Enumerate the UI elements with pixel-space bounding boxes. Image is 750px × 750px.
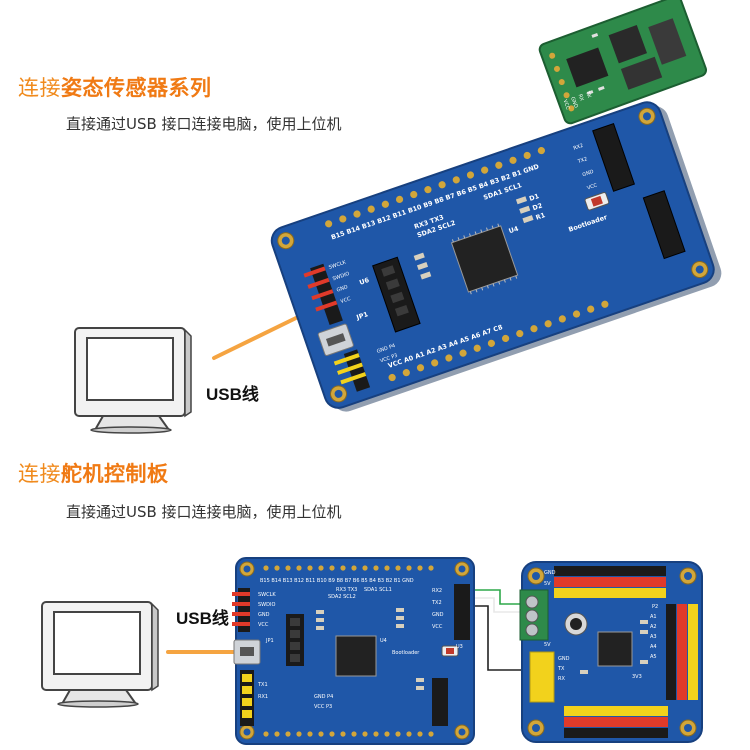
svg-text:5V: 5V [544, 581, 551, 587]
svg-text:D2: D2 [531, 202, 543, 213]
svg-text:3V3: 3V3 [632, 674, 642, 680]
section1-stm32-board: B15 B14 B13 B12 B11 B10 B9 B8 B7 B6 B5 B… [270, 101, 722, 412]
svg-text:A2: A2 [650, 624, 657, 630]
svg-text:VCC: VCC [432, 624, 443, 630]
svg-text:TX: TX [584, 90, 592, 100]
svg-text:A5: A5 [650, 654, 657, 660]
svg-text:GND P4: GND P4 [314, 694, 333, 700]
svg-text:GND: GND [569, 96, 579, 109]
svg-text:VCC: VCC [562, 99, 571, 111]
svg-text:VCC: VCC [340, 296, 352, 305]
svg-text:SWCLK: SWCLK [328, 259, 347, 271]
svg-text:SDA2 SCL2: SDA2 SCL2 [328, 594, 356, 600]
section2-usb-label: USB线 [176, 609, 229, 628]
svg-text:Bootloader: Bootloader [392, 650, 420, 656]
svg-text:SWDIO: SWDIO [332, 271, 350, 282]
computer-monitor-icon [74, 327, 192, 434]
svg-text:U6: U6 [358, 276, 370, 287]
svg-text:RX3 TX3: RX3 TX3 [336, 587, 357, 593]
svg-text:A1: A1 [650, 614, 657, 620]
section2-title: 连接舵机控制板 [18, 458, 169, 488]
svg-text:JP1: JP1 [355, 310, 370, 322]
svg-text:RX: RX [558, 676, 565, 682]
section1-usb-label: USB线 [206, 385, 259, 404]
section1-title-lead: 连接 [18, 76, 61, 100]
svg-text:VCC: VCC [586, 182, 598, 191]
section1-title: 连接姿态传感器系列 [18, 72, 212, 102]
svg-text:RX1: RX1 [258, 694, 268, 700]
svg-text:SWDIO: SWDIO [258, 602, 275, 608]
svg-text:GND: GND [258, 612, 270, 618]
attitude-sensor-module: TX RX GND VCC [538, 0, 707, 125]
svg-text:SDA1 SCL1: SDA1 SCL1 [364, 587, 392, 593]
svg-text:VCC: VCC [258, 622, 269, 628]
section2-description: 直接通过USB 接口连接电脑，使用上位机 [66, 503, 342, 521]
svg-text:TX2: TX2 [576, 156, 588, 165]
svg-text:RX2: RX2 [432, 588, 442, 594]
svg-text:U4: U4 [508, 224, 520, 235]
svg-text:P2: P2 [652, 604, 658, 610]
computer-monitor-icon [41, 601, 159, 708]
svg-text:VCC P3: VCC P3 [314, 704, 332, 710]
svg-text:GND: GND [558, 656, 570, 662]
svg-text:RX2: RX2 [573, 143, 584, 152]
svg-text:U4: U4 [380, 638, 387, 644]
svg-text:TX: TX [557, 666, 565, 672]
svg-text:VCC P3: VCC P3 [379, 353, 398, 365]
servo-mcu-chip [597, 631, 633, 667]
svg-text:A3: A3 [650, 634, 657, 640]
svg-text:D1: D1 [528, 192, 540, 203]
svg-text:R1: R1 [535, 211, 547, 222]
svg-text:GND: GND [582, 169, 595, 178]
svg-text:5V: 5V [544, 642, 551, 648]
svg-text:GND P4: GND P4 [376, 343, 396, 355]
section2-title-lead: 连接 [18, 462, 61, 486]
svg-text:A4: A4 [650, 644, 657, 650]
board2-top-header-label: B15 B14 B13 B12 B11 B10 B9 B8 B7 B6 B5 B… [260, 578, 414, 584]
svg-text:TX2: TX2 [431, 600, 442, 606]
section2-stm32-board: B15 B14 B13 B12 B11 B10 B9 B8 B7 B6 B5 B… [232, 557, 475, 745]
svg-text:TX1: TX1 [257, 682, 268, 688]
servo-controller-board: GND 5V 5V 3V3 GND TX RX P2 A1 A2 A3 A4 A… [519, 561, 703, 743]
section1-description: 直接通过USB 接口连接电脑，使用上位机 [66, 115, 342, 133]
svg-text:RX: RX [577, 93, 585, 102]
svg-text:GND: GND [432, 612, 444, 618]
svg-text:GND: GND [544, 570, 556, 576]
section1-title-highlight: 姿态传感器系列 [61, 76, 212, 100]
svg-text:JP1: JP1 [265, 638, 274, 644]
section2-title-highlight: 舵机控制板 [61, 462, 169, 486]
mcu-chip [335, 635, 377, 677]
svg-text:GND: GND [336, 284, 349, 293]
svg-text:SWCLK: SWCLK [258, 592, 276, 598]
svg-text:U3: U3 [456, 644, 463, 650]
